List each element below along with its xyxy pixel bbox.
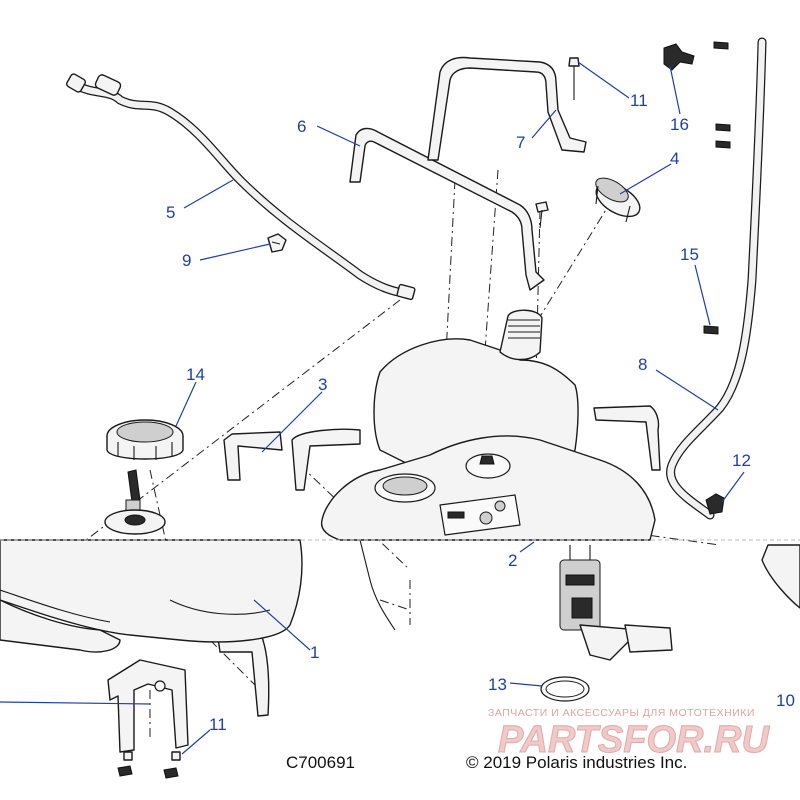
bolt-part-15[interactable] xyxy=(703,325,719,335)
callout-12: 12 xyxy=(732,451,751,470)
fuel-pump-module-left[interactable] xyxy=(104,469,166,535)
watermark-tagline: ЗАПЧАСТИ И АКСЕССУАРЫ ДЛЯ МОТОТЕХНИКИ xyxy=(488,707,755,719)
fuel-tank-lower-part-1[interactable] xyxy=(0,539,303,653)
callout-7: 7 xyxy=(516,133,525,152)
callout-11-lower: 11 xyxy=(209,715,227,734)
callout-10: 10 xyxy=(776,691,795,710)
bolts-part-11-lower[interactable] xyxy=(117,751,181,779)
tank-strap-part-6[interactable] xyxy=(349,127,545,291)
fasteners-upper-right[interactable] xyxy=(713,41,731,149)
watermark-brand: PARTSFOR.RU xyxy=(498,719,770,761)
hose-clip-part-9[interactable] xyxy=(267,233,287,253)
callout-9: 9 xyxy=(182,251,191,270)
callout-16: 16 xyxy=(670,115,689,134)
fuel-sender-assembly[interactable] xyxy=(559,545,673,661)
callout-13: 13 xyxy=(488,675,507,694)
fuel-tank-main[interactable] xyxy=(320,309,656,631)
callout-6: 6 xyxy=(297,117,306,136)
callout-5: 5 xyxy=(166,203,175,222)
callout-15: 15 xyxy=(680,245,699,264)
callout-1: 1 xyxy=(310,643,319,662)
leader-lines xyxy=(0,61,745,755)
partial-tank-right[interactable] xyxy=(761,544,800,609)
clip-part-12[interactable] xyxy=(705,493,725,515)
fuel-cap-part-4[interactable] xyxy=(591,173,646,223)
callout-8: 8 xyxy=(638,355,647,374)
callout-3: 3 xyxy=(318,375,327,394)
vent-line-part-8[interactable] xyxy=(666,37,767,520)
seal-ring-part-13[interactable] xyxy=(540,676,590,702)
copyright-notice: © 2019 Polaris industries Inc. xyxy=(466,753,687,772)
lock-ring-part-14[interactable] xyxy=(106,419,184,460)
bolt-center[interactable] xyxy=(535,201,549,229)
tank-strap-part-7[interactable] xyxy=(427,56,587,161)
watermark: ЗАПЧАСТИ И АКСЕССУАРЫ ДЛЯ МОТОТЕХНИКИ PA… xyxy=(488,707,771,762)
callout-4: 4 xyxy=(670,149,679,168)
callout-labels: 1 2 3 4 5 6 7 8 9 10 11 11 12 13 14 15 1… xyxy=(166,91,795,734)
vent-hose-part-5[interactable] xyxy=(65,73,416,301)
connector-part-16[interactable] xyxy=(663,43,695,71)
callout-2: 2 xyxy=(508,551,517,570)
drawing-number: C700691 xyxy=(286,753,355,772)
callout-14: 14 xyxy=(186,365,205,384)
screw-part-11-upper[interactable] xyxy=(568,57,580,100)
mount-bracket-lower[interactable] xyxy=(107,659,189,753)
callout-11-upper: 11 xyxy=(630,91,648,110)
